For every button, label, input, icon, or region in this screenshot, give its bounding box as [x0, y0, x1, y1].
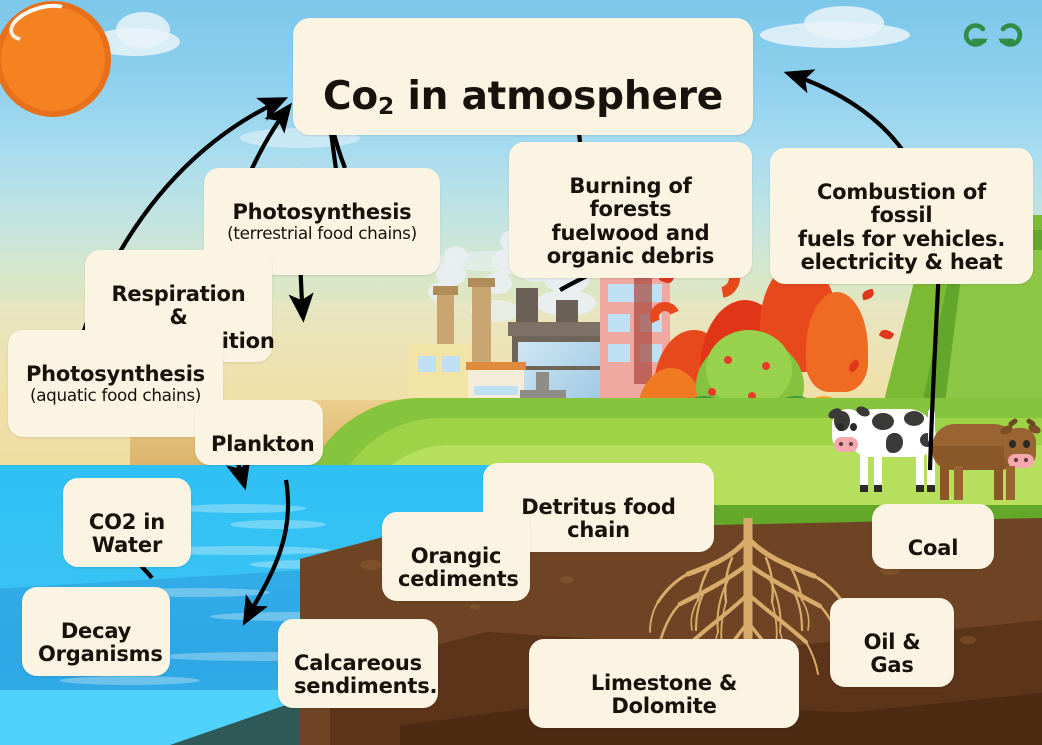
pebble — [880, 566, 900, 575]
label-main: Detritus food chain — [521, 494, 676, 543]
wave — [210, 612, 380, 621]
label-limestone-dolomite[interactable]: Limestone & Dolomite — [529, 639, 799, 728]
wave — [120, 588, 270, 597]
geeksforgeeks-logo[interactable] — [962, 18, 1024, 52]
label-main: Limestone & Dolomite — [590, 670, 738, 719]
page-title: Co2 in atmosphere — [293, 18, 753, 136]
label-calcareous-sediments[interactable]: Calcareous sendiments. — [278, 619, 438, 708]
pebble — [360, 560, 382, 570]
wave — [150, 546, 330, 555]
pebble — [560, 576, 574, 583]
title-text-before: Co — [322, 73, 378, 119]
label-main: Decay Organisms — [38, 618, 163, 667]
label-main: Coal — [907, 535, 959, 560]
label-photosynthesis-aquatic[interactable]: Photosynthesis (aquatic food chains) — [8, 330, 223, 438]
label-sub: (aquatic food chains) — [29, 385, 202, 406]
label-main: Combustion of fossil fuels for vehicles.… — [797, 179, 1006, 275]
brown-cow — [928, 412, 1042, 502]
pebble — [470, 604, 480, 610]
label-main: Photosynthesis — [25, 361, 205, 386]
wave — [160, 652, 360, 661]
label-main: Oil & Gas — [863, 629, 921, 678]
label-combustion-fossil-fuels[interactable]: Combustion of fossil fuels for vehicles.… — [770, 148, 1033, 284]
label-main: Orangic cediments — [398, 543, 519, 592]
sun-icon — [0, 0, 128, 134]
wave — [230, 520, 326, 529]
pebble — [960, 636, 976, 644]
label-co2-in-water[interactable]: CO2 in Water — [63, 478, 191, 567]
label-decay-organisms[interactable]: Decay Organisms — [22, 587, 170, 676]
label-organic-sediments[interactable]: Orangic cediments — [382, 512, 530, 601]
label-coal[interactable]: Coal — [872, 504, 994, 570]
label-main: Photosynthesis — [232, 199, 412, 224]
wave — [60, 676, 200, 685]
label-main: Plankton — [211, 431, 315, 456]
label-plankton[interactable]: Plankton — [195, 400, 323, 466]
label-main: CO2 in Water — [88, 509, 166, 558]
label-main: Burning of forests fuelwood and organic … — [546, 173, 715, 269]
title-subscript: 2 — [378, 91, 395, 120]
label-sub: (terrestrial food chains) — [227, 223, 417, 244]
title-text-after: in atmosphere — [394, 73, 723, 119]
label-oil-and-gas[interactable]: Oil & Gas — [830, 598, 954, 687]
wave — [176, 504, 306, 513]
label-main: Calcareous sendiments. — [294, 650, 438, 699]
label-burning-of-forests[interactable]: Burning of forests fuelwood and organic … — [509, 142, 752, 278]
